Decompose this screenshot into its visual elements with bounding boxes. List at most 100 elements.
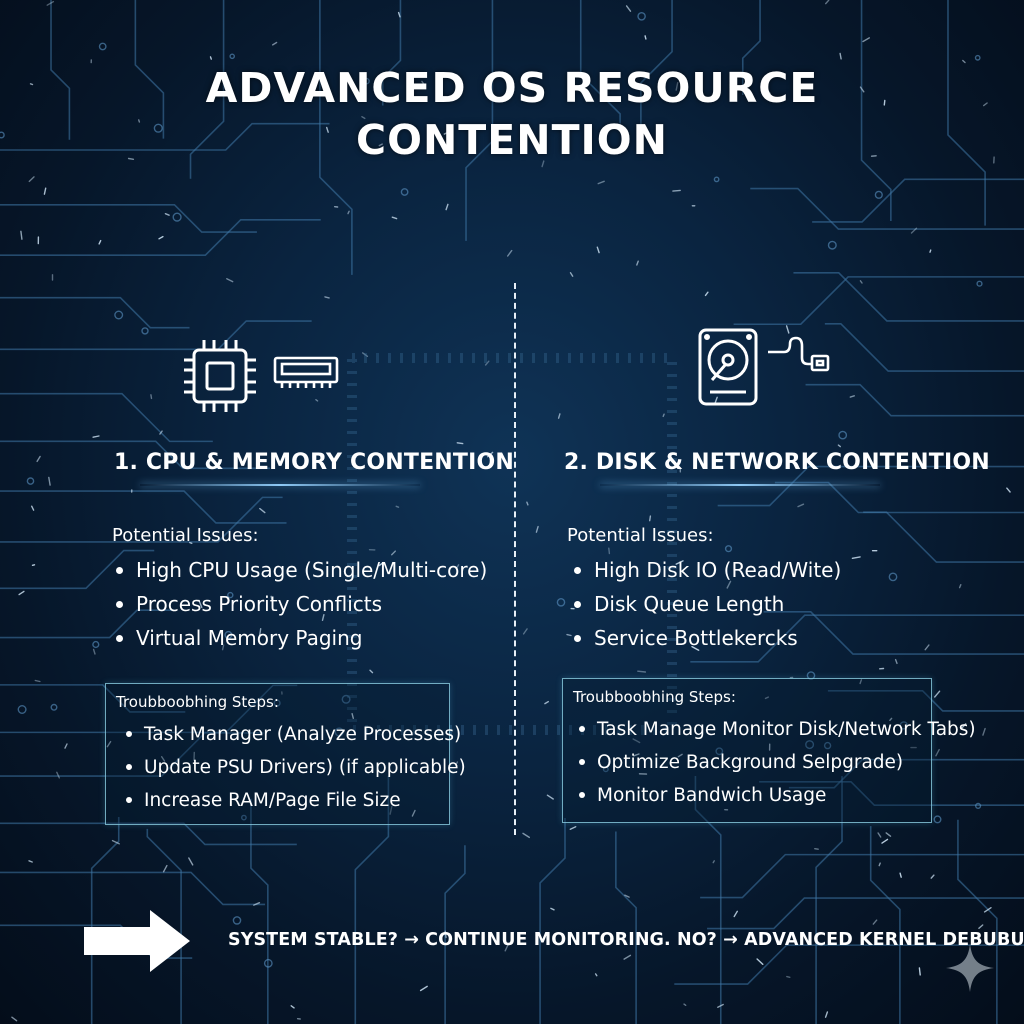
circuit-trace bbox=[0, 496, 283, 543]
light-particle bbox=[378, 561, 384, 567]
light-particle bbox=[324, 296, 330, 299]
circuit-trace bbox=[0, 296, 190, 329]
circuit-node bbox=[888, 572, 898, 582]
light-particle bbox=[351, 713, 354, 719]
light-particle bbox=[766, 89, 771, 95]
light-particle bbox=[541, 160, 545, 168]
light-particle bbox=[632, 738, 641, 744]
circuit-trace bbox=[539, 817, 566, 1024]
light-particle bbox=[704, 291, 709, 297]
light-particle bbox=[962, 59, 966, 64]
light-particle bbox=[608, 547, 611, 555]
circuit-node bbox=[602, 766, 609, 773]
light-particle bbox=[369, 669, 374, 674]
light-particle bbox=[662, 413, 665, 418]
light-particle bbox=[877, 832, 882, 838]
title-line-2: CONTENTION bbox=[356, 116, 668, 164]
circuit-trace bbox=[957, 819, 998, 1024]
light-particle bbox=[535, 525, 539, 533]
light-particle bbox=[209, 56, 213, 60]
circuit-trace bbox=[615, 831, 637, 1024]
circuit-trace bbox=[0, 320, 312, 351]
light-particle bbox=[677, 753, 683, 758]
light-particle bbox=[270, 595, 274, 603]
circuit-trace bbox=[319, 0, 353, 275]
light-particle bbox=[64, 743, 68, 749]
circuit-node bbox=[724, 545, 733, 553]
light-particle bbox=[935, 748, 940, 757]
light-particle bbox=[443, 132, 447, 135]
light-particle bbox=[253, 902, 261, 906]
circuit-trace bbox=[0, 204, 257, 233]
circuit-node bbox=[232, 916, 242, 925]
light-particle bbox=[733, 910, 738, 918]
light-particle bbox=[637, 670, 647, 673]
light-particle bbox=[188, 857, 194, 866]
light-particle bbox=[92, 435, 100, 438]
light-particle bbox=[111, 839, 120, 845]
light-particle bbox=[910, 227, 918, 234]
light-particle bbox=[960, 723, 967, 730]
light-particle bbox=[983, 907, 992, 913]
network-cable-icon bbox=[768, 336, 830, 372]
circuit-trace bbox=[0, 822, 297, 846]
list-item: Process Priority Conflicts bbox=[114, 587, 487, 621]
list-item: Task Manager (Analyze Processes) bbox=[124, 718, 466, 751]
light-particle bbox=[594, 973, 598, 977]
circuit-node bbox=[240, 814, 247, 821]
light-particle bbox=[924, 644, 930, 651]
light-particle bbox=[18, 590, 25, 596]
troubleshooting-steps-box: Troubboobhing Steps: Task Manager (Analy… bbox=[105, 683, 466, 825]
list-item: High CPU Usage (Single/Multi-core) bbox=[114, 553, 487, 587]
light-particle bbox=[150, 394, 153, 400]
circuit-node bbox=[172, 212, 182, 222]
light-particle bbox=[31, 505, 35, 511]
circuit-node bbox=[334, 727, 344, 737]
circuit-trace bbox=[827, 690, 1024, 712]
circuit-node bbox=[976, 280, 983, 287]
circuit-node bbox=[50, 703, 58, 711]
light-particle bbox=[675, 560, 684, 565]
light-particle bbox=[28, 176, 35, 183]
light-particle bbox=[389, 805, 393, 815]
light-particle bbox=[958, 584, 962, 589]
title-line-1: ADVANCED OS RESOURCE bbox=[205, 64, 819, 112]
light-particle bbox=[934, 690, 941, 698]
light-particle bbox=[1006, 487, 1011, 493]
circuit-node bbox=[556, 598, 566, 607]
light-particle bbox=[11, 1016, 18, 1022]
light-particle bbox=[137, 119, 141, 123]
circuit-trace bbox=[0, 122, 330, 151]
light-particle bbox=[544, 700, 549, 705]
circuit-trace bbox=[815, 776, 843, 1024]
circuit-trace bbox=[759, 781, 1024, 806]
light-particle bbox=[421, 80, 426, 86]
light-particle bbox=[712, 860, 715, 864]
light-particle bbox=[455, 761, 459, 766]
light-particle bbox=[929, 249, 932, 253]
light-particle bbox=[824, 1011, 829, 1018]
light-particle bbox=[98, 239, 102, 245]
light-particle bbox=[347, 210, 350, 215]
circuit-node bbox=[92, 640, 100, 649]
circuit-trace bbox=[763, 610, 1024, 655]
light-particle bbox=[624, 894, 630, 898]
light-particle bbox=[837, 444, 841, 448]
circuit-trace bbox=[690, 614, 1024, 663]
circuit-trace bbox=[793, 272, 1024, 322]
sparkle-icon bbox=[946, 944, 994, 992]
light-particle bbox=[362, 352, 369, 357]
light-particle bbox=[596, 246, 600, 254]
circuit-trace bbox=[0, 871, 266, 906]
light-particle bbox=[859, 679, 863, 685]
light-particle bbox=[504, 943, 509, 952]
troubleshooting-steps-box: Troubboobhing Steps: Task Manage Monitor… bbox=[562, 678, 976, 823]
circuit-trace bbox=[134, 0, 165, 139]
light-particle bbox=[198, 599, 203, 609]
circuit-node bbox=[273, 699, 281, 707]
circuit-trace bbox=[0, 549, 155, 590]
light-particle bbox=[566, 633, 572, 637]
light-particle bbox=[164, 212, 170, 216]
light-particle bbox=[982, 727, 986, 736]
light-particle bbox=[569, 826, 577, 830]
